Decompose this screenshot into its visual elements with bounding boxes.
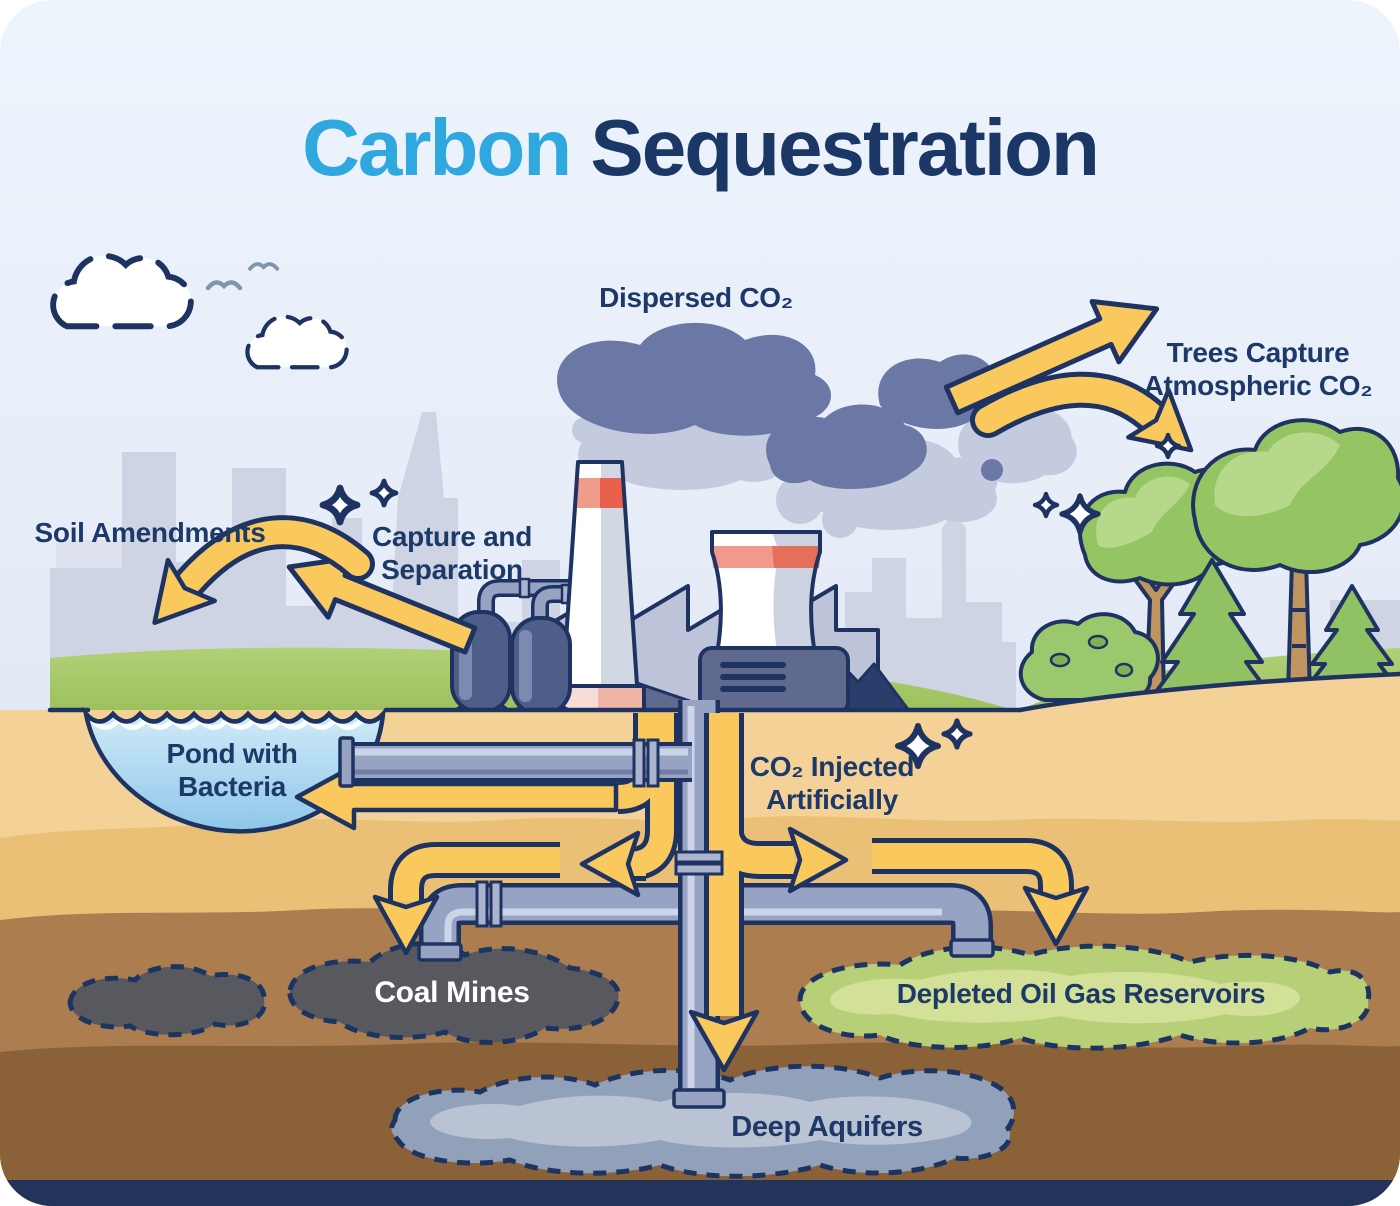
label-trees-capture-line2: Atmospheric CO₂ [1143,370,1373,402]
label-pond-line2: Bacteria [177,771,287,803]
factory-front-panel [698,646,850,716]
label-trees-capture-line1: Trees Capture [1166,337,1350,368]
coal-deposit-small [67,964,267,1038]
bush-icon [1018,612,1160,703]
title-main-word: Sequestration [590,103,1099,192]
flow-arrow-soil-amendments [152,515,478,655]
label-co2-injected-line1: CO₂ Injected [749,751,915,782]
label-coal-mines: Coal Mines [374,976,530,1009]
label-dispersed-co2: Dispersed CO₂ [599,282,793,313]
flow-arrow-trees-capture [970,371,1194,453]
tank-pipes [477,577,600,622]
cooling-tower-icon [710,530,822,670]
coal-mines-deposit [287,941,622,1046]
chimney-icon [550,460,646,714]
label-soil-amendments: Soil Amendments [34,517,266,548]
oil-gas-reservoir-deposit [797,943,1372,1051]
pond-pipe [338,736,692,788]
label-trees-capture: Trees Capture Atmospheric CO₂ [1144,336,1373,402]
bottom-band [0,1180,1400,1206]
label-pond-bacteria: Pond with Bacteria [166,737,297,803]
forest [1018,418,1400,703]
co2-smoke-cloud [557,322,1077,538]
tree-icon [1191,418,1400,696]
label-deep-aquifers: Deep Aquifers [731,1111,923,1143]
underground-deposits [67,941,1372,1179]
bird-icon [205,262,280,291]
label-capture-separation: Capture and Separation [372,520,532,586]
title-accent-word: Carbon [302,103,572,192]
flow-arrow-heads [372,826,1090,1073]
label-co2-injected: CO₂ Injected Artificially [749,750,915,816]
power-plant [450,460,912,716]
label-pond-line1: Pond with [166,738,298,769]
cloud-icon [50,253,349,370]
label-capture-separation-line2: Separation [381,554,523,586]
label-capture-separation-line1: Capture and [371,521,533,552]
page-title: Carbon Sequestration [0,102,1400,194]
deep-aquifer-deposit [389,1063,1017,1179]
sparkle-icon [319,432,1182,769]
label-depleted-reservoirs: Depleted Oil Gas Reservoirs [896,978,1266,1009]
label-co2-injected-line2: Artificially [766,784,898,816]
flow-arrow-dispersal [943,299,1160,416]
